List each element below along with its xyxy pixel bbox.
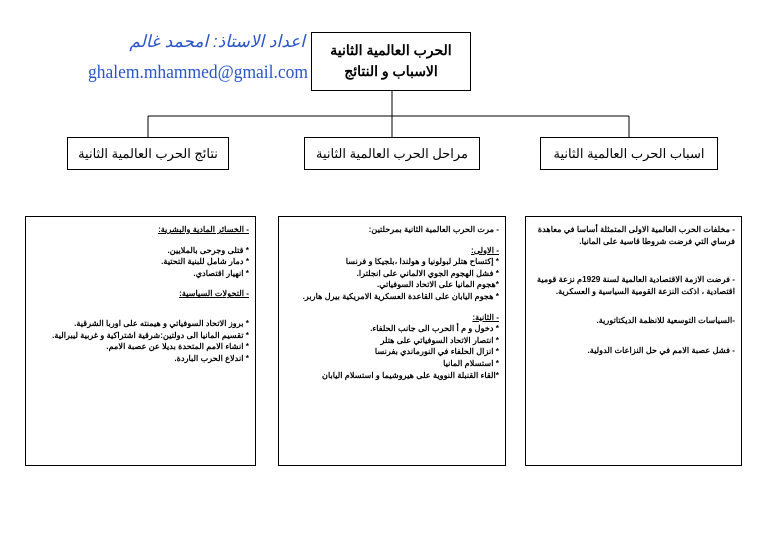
- author-email: ghalem.mhammed@gmail.com: [88, 62, 308, 83]
- stage-second-item: * استسلام المانيا: [443, 358, 499, 368]
- cause-item: - فشل عصبة الامم في حل النزاعات الدولية.: [587, 345, 735, 355]
- losses-item: * دمار شامل للبنية التحتية.: [161, 257, 249, 267]
- cause-item: - فرضت الازمة الاقتصادية العالمية لسنة 1…: [537, 275, 735, 296]
- losses-item: * قتلى وجرحى بالملايين.: [167, 245, 250, 255]
- stage-first-title: - الاولى:: [471, 245, 499, 255]
- stage-second-item: * انزال الحلفاء في النورماندي بفرنسا: [374, 347, 499, 357]
- losses-title: - الخسائر المادية والبشرية:: [158, 225, 249, 234]
- stage-first-item: * هجوم اليابان على القاعدة العسكرية الام…: [302, 291, 499, 301]
- stage-second-title: - الثانية:: [472, 312, 499, 322]
- cause-item: -السياسات التوسعية للانظمة الديكتاتورية.: [596, 316, 735, 326]
- political-item: * بروز الاتحاد السوفياتي و هيمنته على او…: [74, 318, 249, 328]
- political-item: * اندلاع الحرب الباردة.: [174, 353, 249, 363]
- cause-item: - مخلفات الحرب العالمية الاولى المتمثلة …: [537, 225, 735, 246]
- stages-box: - مرت الحرب العالمية الثانية بمرحلتين: -…: [278, 216, 506, 466]
- stage-second-item: * دخول و م أ الحرب الى جانب الحلفاء.: [370, 324, 499, 334]
- results-box: - الخسائر المادية والبشرية: * قتلى وجرحى…: [25, 216, 256, 466]
- causes-heading: اسباب الحرب العالمية الثانية: [540, 137, 718, 170]
- stage-second-item: *القاء القنبلة النووية على هيروشيما و اس…: [322, 370, 499, 380]
- losses-item: * انهيار اقتصادي.: [193, 268, 249, 278]
- causes-box: - مخلفات الحرب العالمية الاولى المتمثلة …: [525, 216, 742, 466]
- political-item: * تقسيم المانيا الى دولتين:شرقية اشتراكي…: [52, 330, 249, 340]
- results-heading: نتائج الحرب العالمية الثانية: [67, 137, 229, 170]
- stage-first-item: * فشل الهجوم الجوي الالماني على انجلترا.: [356, 268, 499, 278]
- political-title: - التحولات السياسية:: [179, 289, 249, 299]
- stages-heading: مراحل الحرب العالمية الثانية: [304, 137, 480, 170]
- stages-intro: - مرت الحرب العالمية الثانية بمرحلتين:: [368, 225, 499, 234]
- title-box: الحرب العالمية الثانية الاسباب و النتائج: [311, 32, 471, 91]
- title-line-1: الحرب العالمية الثانية: [330, 42, 452, 58]
- political-item: * انشاء الامم المتحدة بديلا عن عصبة الام…: [106, 342, 249, 352]
- stage-first-item: *هجوم المانيا على الاتحاد السوفياتي.: [376, 280, 499, 290]
- title-line-2: الاسباب و النتائج: [344, 63, 438, 79]
- author-name: اعداد الاستاذ: امحمد غالم: [129, 32, 305, 51]
- stage-first-item: * إكتساح هتلر لبولونيا و هولندا ،بلجيكا …: [345, 257, 499, 267]
- stage-second-item: * انتصار الاتحاد السوفياتي على هتلر: [380, 335, 499, 345]
